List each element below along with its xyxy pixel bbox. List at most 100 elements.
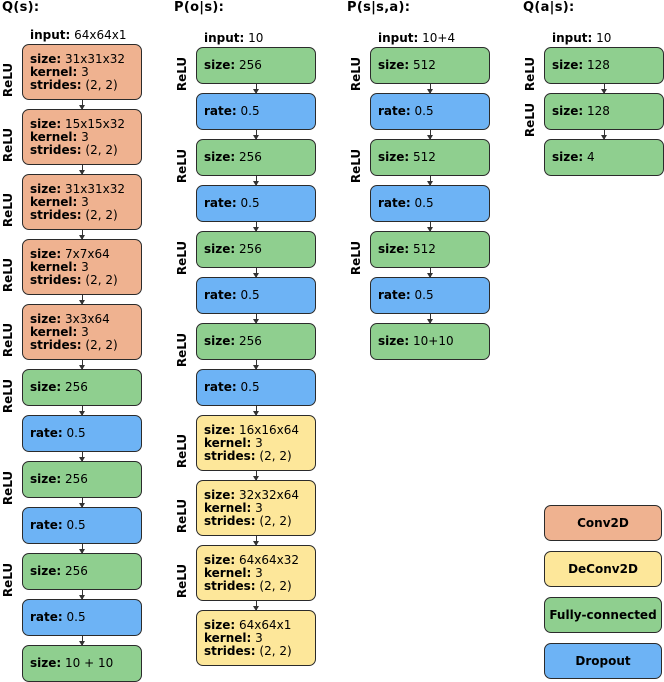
- input-label: input: 64x64x1: [30, 28, 127, 42]
- layer-param: strides: (2, 2): [30, 273, 141, 287]
- layer-drop: rate: 0.5: [196, 369, 316, 406]
- param-value: 4: [583, 150, 595, 164]
- flow-arrow: [79, 295, 85, 305]
- param-key: size:: [204, 150, 236, 164]
- legend-conv: Conv2D: [544, 505, 662, 541]
- param-key: size:: [30, 246, 62, 261]
- layer-param: rate: 0.5: [378, 105, 489, 118]
- param-value: 3: [77, 129, 89, 144]
- flow-arrow: [253, 406, 259, 416]
- layer-param: rate: 0.5: [204, 105, 315, 118]
- param-key: strides:: [204, 513, 256, 528]
- layer-param: kernel: 3: [204, 566, 315, 580]
- input-value: 10: [592, 31, 612, 45]
- flow-arrow: [79, 100, 85, 110]
- column-title: P(s|s,a):: [347, 0, 411, 15]
- param-value: (2, 2): [255, 448, 292, 463]
- flow-arrow: [427, 176, 433, 186]
- relu-label: ReLU: [175, 332, 189, 367]
- layer-param: size: 10+10: [378, 335, 489, 348]
- layer-fc: size: 4: [544, 139, 664, 176]
- layer-drop: rate: 0.5: [22, 507, 142, 544]
- param-key: strides:: [204, 578, 256, 593]
- param-value: 256: [235, 242, 262, 256]
- layer-param: strides: (2, 2): [204, 644, 315, 658]
- param-value: 0.5: [410, 288, 434, 302]
- layer-drop: rate: 0.5: [196, 185, 316, 222]
- param-key: rate:: [30, 518, 63, 532]
- param-value: (2, 2): [81, 77, 118, 92]
- layer-param: size: 128: [552, 59, 663, 72]
- param-key: size:: [30, 656, 62, 670]
- layer-param: size: 256: [30, 473, 141, 486]
- layer-param: strides: (2, 2): [30, 143, 141, 157]
- relu-label: ReLU: [175, 148, 189, 183]
- relu-label: ReLU: [523, 56, 537, 91]
- param-key: kernel:: [30, 324, 78, 339]
- input-label: input: 10: [204, 31, 263, 45]
- param-key: size:: [378, 242, 410, 256]
- relu-label: ReLU: [1, 470, 15, 505]
- param-key: rate:: [378, 196, 411, 210]
- legend-fc: Fully-connected: [544, 597, 662, 633]
- param-key: kernel:: [204, 435, 252, 450]
- layer-fc: size: 256: [22, 369, 142, 406]
- layer-drop: rate: 0.5: [370, 185, 490, 222]
- layer-param: kernel: 3: [30, 324, 141, 339]
- layer-param: strides: (2, 2): [30, 208, 141, 222]
- flow-arrow: [427, 130, 433, 140]
- flow-arrow: [79, 406, 85, 416]
- param-value: 0.5: [62, 426, 86, 440]
- param-key: size:: [204, 552, 236, 567]
- param-value: 64x64x1: [235, 617, 292, 632]
- layer-param: strides: (2, 2): [30, 77, 141, 92]
- relu-label: ReLU: [175, 498, 189, 534]
- layer-fc: size: 256: [196, 47, 316, 84]
- layer-drop: rate: 0.5: [22, 599, 142, 636]
- layer-param: rate: 0.5: [204, 197, 315, 210]
- param-key: rate:: [30, 426, 63, 440]
- flow-arrow: [253, 84, 259, 94]
- param-value: 31x31x32: [61, 181, 126, 196]
- param-value: 256: [235, 334, 262, 348]
- param-key: size:: [30, 116, 62, 131]
- param-value: 256: [61, 564, 88, 578]
- param-key: size:: [552, 58, 584, 72]
- layer-param: strides: (2, 2): [204, 448, 315, 463]
- relu-label: ReLU: [1, 322, 15, 358]
- param-key: kernel:: [30, 64, 78, 79]
- layer-fc: size: 512: [370, 231, 490, 268]
- input-label: input: 10: [552, 31, 611, 45]
- param-value: 0.5: [410, 196, 434, 210]
- param-key: kernel:: [30, 194, 78, 209]
- param-value: 3: [77, 194, 89, 209]
- flow-arrow: [253, 222, 259, 232]
- param-value: (2, 2): [81, 337, 118, 352]
- flow-arrow: [253, 471, 259, 481]
- param-key: size:: [204, 58, 236, 72]
- layer-param: size: 128: [552, 105, 663, 118]
- param-key: rate:: [378, 104, 411, 118]
- input-key: input:: [30, 28, 71, 42]
- flow-arrow: [601, 130, 607, 140]
- legend-deconv: DeConv2D: [544, 551, 662, 587]
- param-key: size:: [30, 472, 62, 486]
- param-value: 0.5: [236, 196, 260, 210]
- layer-param: kernel: 3: [30, 64, 141, 79]
- flow-arrow: [79, 360, 85, 370]
- param-key: size:: [204, 242, 236, 256]
- relu-label: ReLU: [1, 562, 15, 597]
- relu-label: ReLU: [175, 433, 189, 469]
- layer-param: size: 256: [204, 335, 315, 348]
- param-key: kernel:: [30, 129, 78, 144]
- param-value: 0.5: [236, 288, 260, 302]
- layer-fc: size: 256: [22, 461, 142, 498]
- param-value: 3: [77, 259, 89, 274]
- relu-label: ReLU: [1, 62, 15, 98]
- layer-param: rate: 0.5: [378, 289, 489, 302]
- param-key: size:: [552, 104, 584, 118]
- layer-param: size: 512: [378, 243, 489, 256]
